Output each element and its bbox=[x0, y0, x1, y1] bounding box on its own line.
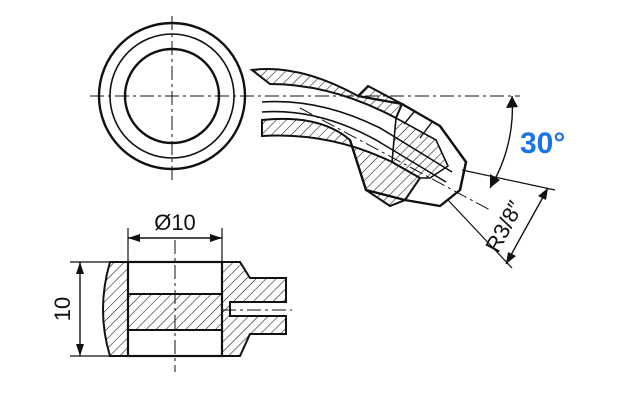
height-label: 10 bbox=[50, 297, 75, 321]
bore-line-lower bbox=[261, 110, 447, 183]
bent-tube-section bbox=[249, 68, 468, 208]
thread-label: R3/8″ bbox=[480, 197, 528, 257]
angle-label: 30° bbox=[520, 127, 565, 160]
thread-dim-line bbox=[505, 187, 549, 265]
thread-ext-line-top bbox=[461, 169, 556, 191]
angle-arrow-bottom bbox=[490, 174, 500, 188]
side-section bbox=[102, 240, 292, 372]
nut-edge-lines bbox=[403, 111, 433, 139]
height-arrow-top bbox=[76, 262, 84, 274]
angle-dimension: 30° bbox=[489, 95, 565, 189]
height-arrow-bottom bbox=[76, 344, 84, 356]
thread-ext-line-bottom bbox=[447, 199, 513, 269]
angle-arrow-top bbox=[506, 96, 518, 108]
thread-arrow-bottom bbox=[506, 252, 516, 264]
diameter-dimension: Ø10 bbox=[127, 210, 223, 262]
center-lines bbox=[90, 16, 520, 211]
dia-arrow-right bbox=[210, 234, 222, 242]
nut-section bbox=[391, 116, 450, 179]
side-left-wall bbox=[102, 261, 129, 357]
tube-upper-wall bbox=[249, 68, 404, 120]
diameter-label: Ø10 bbox=[154, 210, 196, 235]
thread-arrow-top bbox=[538, 188, 548, 200]
side-right-wall bbox=[221, 261, 287, 357]
angle-arc bbox=[489, 95, 514, 189]
dia-arrow-left bbox=[128, 234, 140, 242]
thread-tip bbox=[439, 125, 468, 191]
bore-line-upper bbox=[261, 100, 453, 173]
height-dimension: 10 bbox=[50, 261, 110, 357]
tube-axis-centerline bbox=[299, 107, 491, 211]
thread-dimension: R3/8″ bbox=[447, 169, 556, 269]
